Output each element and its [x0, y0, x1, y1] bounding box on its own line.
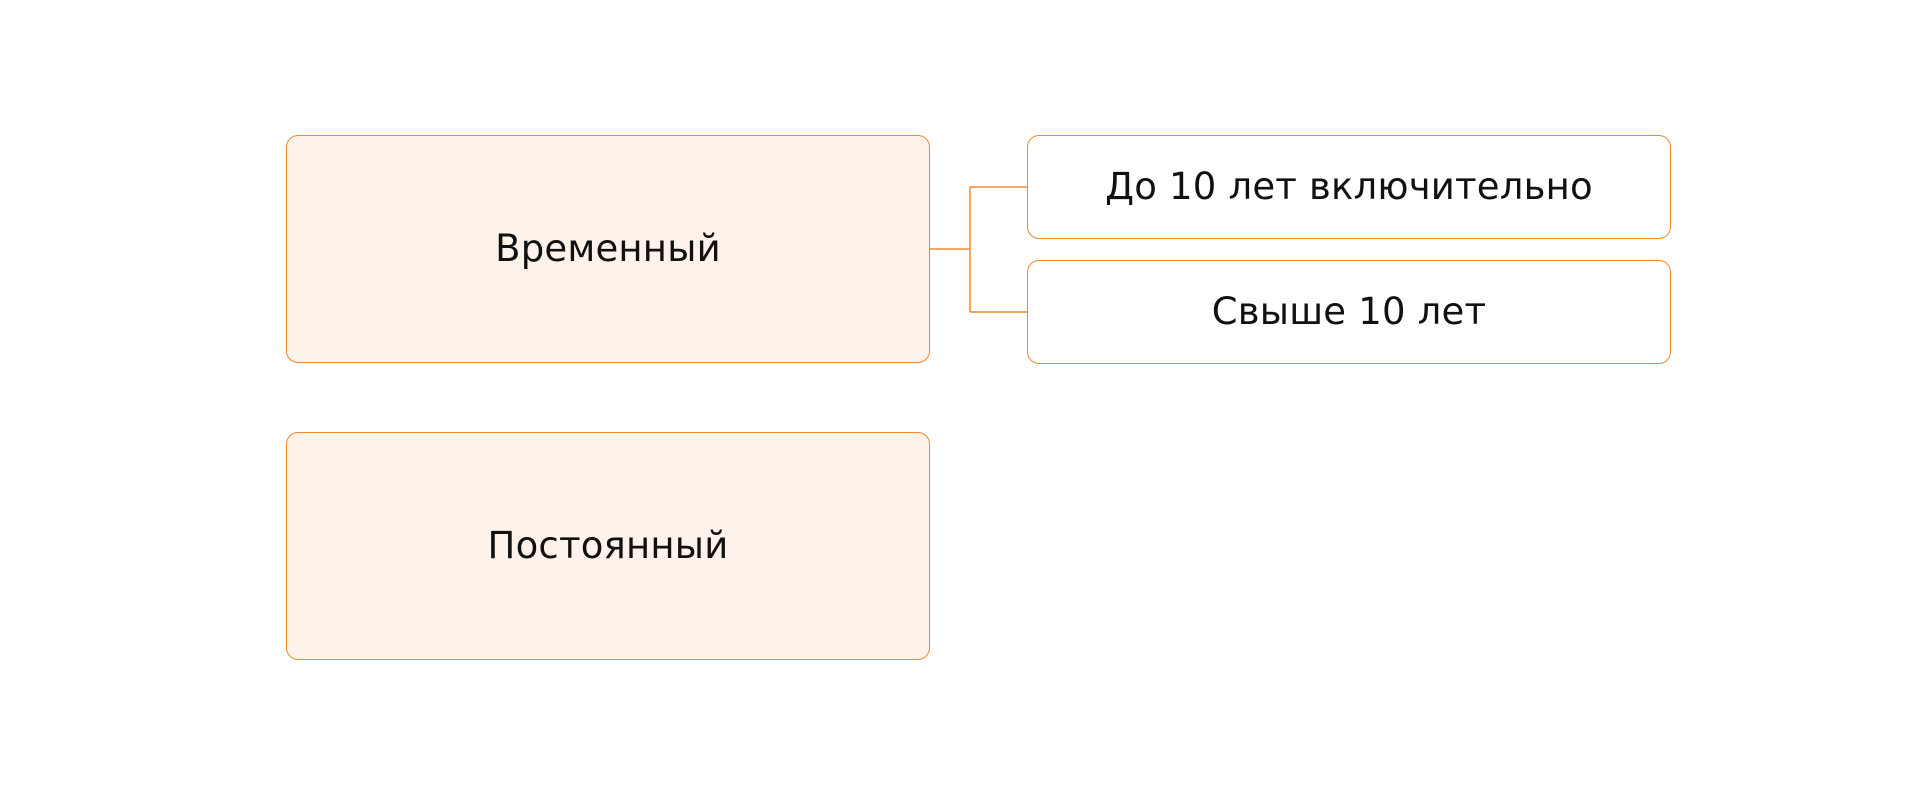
node-permanent-label: Постоянный [487, 523, 729, 567]
node-over-10-years: Свыше 10 лет [1027, 260, 1671, 364]
node-permanent: Постоянный [286, 432, 930, 660]
node-up-to-10-years-label: До 10 лет включительно [1105, 164, 1593, 208]
node-temporary: Временный [286, 135, 930, 363]
node-over-10-years-label: Свыше 10 лет [1211, 289, 1487, 333]
node-temporary-label: Временный [495, 226, 721, 270]
node-up-to-10-years: До 10 лет включительно [1027, 135, 1671, 239]
